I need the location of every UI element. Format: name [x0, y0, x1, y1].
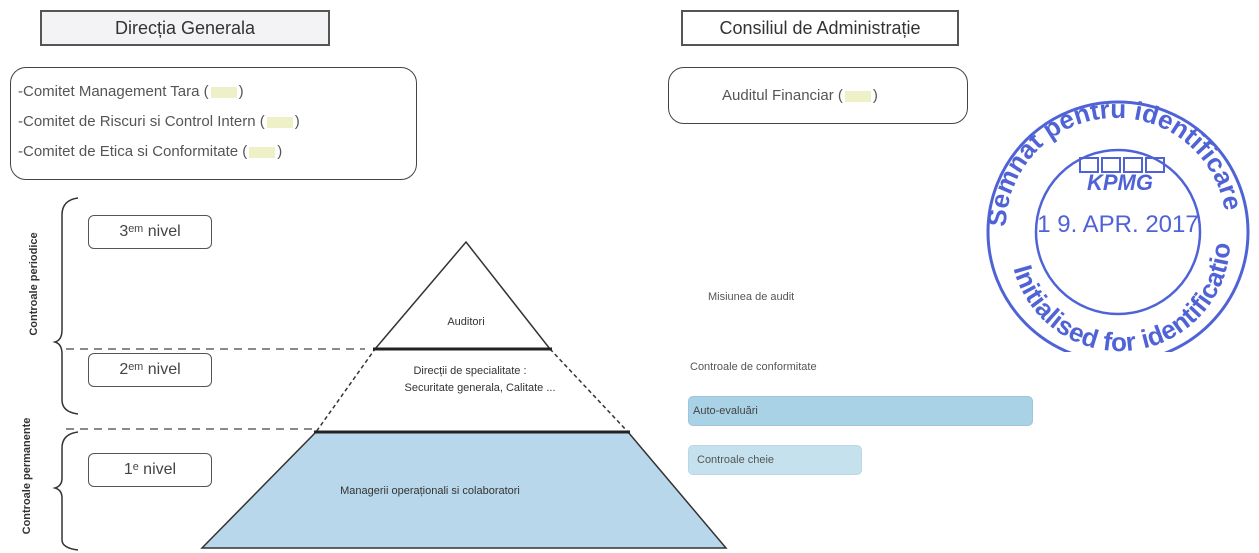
- direcita-generala-title: Direcția Generala: [114, 17, 256, 38]
- committee-ethics: -Comitet de Etica si Conformitate (): [18, 143, 283, 160]
- stamp-top-text: Semnat pentru identificare: [982, 94, 1249, 228]
- label-controale-permanente: Controale permanente: [21, 417, 33, 535]
- auto-evaluare-bar: Auto-evaluări: [688, 396, 1033, 426]
- kpmg-stamp: Semnat pentru identificare Initialised f…: [968, 82, 1250, 352]
- auto-evaluare-label: Auto-evaluări: [693, 405, 758, 417]
- pyramid-middle-line1: Direcții de specialitate :: [413, 365, 527, 377]
- brace-periodic: [52, 197, 79, 415]
- controale-cheie-bar: Controale cheie: [688, 445, 862, 475]
- level-2-label: 2ᵉᵐ nivel: [119, 361, 181, 378]
- level-2-box: 2ᵉᵐ nivel: [88, 353, 212, 387]
- level-1-label: 1ᵉ nivel: [123, 461, 177, 478]
- stamp-logo: KPMG: [1087, 170, 1153, 195]
- direcita-generala-header: Direcția Generala: [40, 10, 330, 46]
- controale-cheie-label: Controale cheie: [697, 454, 775, 466]
- consiliul-header: Consiliul de Administrație: [681, 10, 959, 46]
- stamp-date: 1 9. APR. 2017: [1037, 211, 1198, 238]
- brace-permanent: [52, 431, 79, 551]
- level-3-box: 3ᵉᵐ nivel: [88, 215, 212, 249]
- level-3-label: 3ᵉᵐ nivel: [119, 223, 181, 240]
- svg-text:Semnat pentru identificare: Semnat pentru identificare: [982, 94, 1249, 228]
- committee-management: -Comitet Management Tara (): [18, 83, 244, 100]
- audit-financiar-box: [668, 67, 968, 124]
- audit-financiar-label: Auditul Financiar (): [722, 87, 878, 104]
- pyramid-top-label: Auditori: [447, 316, 485, 328]
- pyramid-top: [373, 240, 552, 350]
- controale-conformitate-label: Controale de conformitate: [690, 361, 817, 373]
- misiuni-audit-label: Misiunea de audit: [708, 291, 795, 303]
- label-controale-periodice: Controale periodice: [28, 232, 40, 336]
- kpmg-logo-icon: [1079, 157, 1165, 173]
- consiliul-title: Consiliul de Administrație: [719, 17, 921, 38]
- pyramid-middle-line2: Securitate generala, Calitate ...: [404, 382, 556, 394]
- committees-box: [10, 67, 417, 180]
- committee-risk: -Comitet de Riscuri si Control Intern (): [18, 113, 300, 130]
- pyramid-bottom-label: Managerii operaționali si colaboratori: [340, 485, 520, 497]
- level-1-box: 1ᵉ nivel: [88, 453, 212, 487]
